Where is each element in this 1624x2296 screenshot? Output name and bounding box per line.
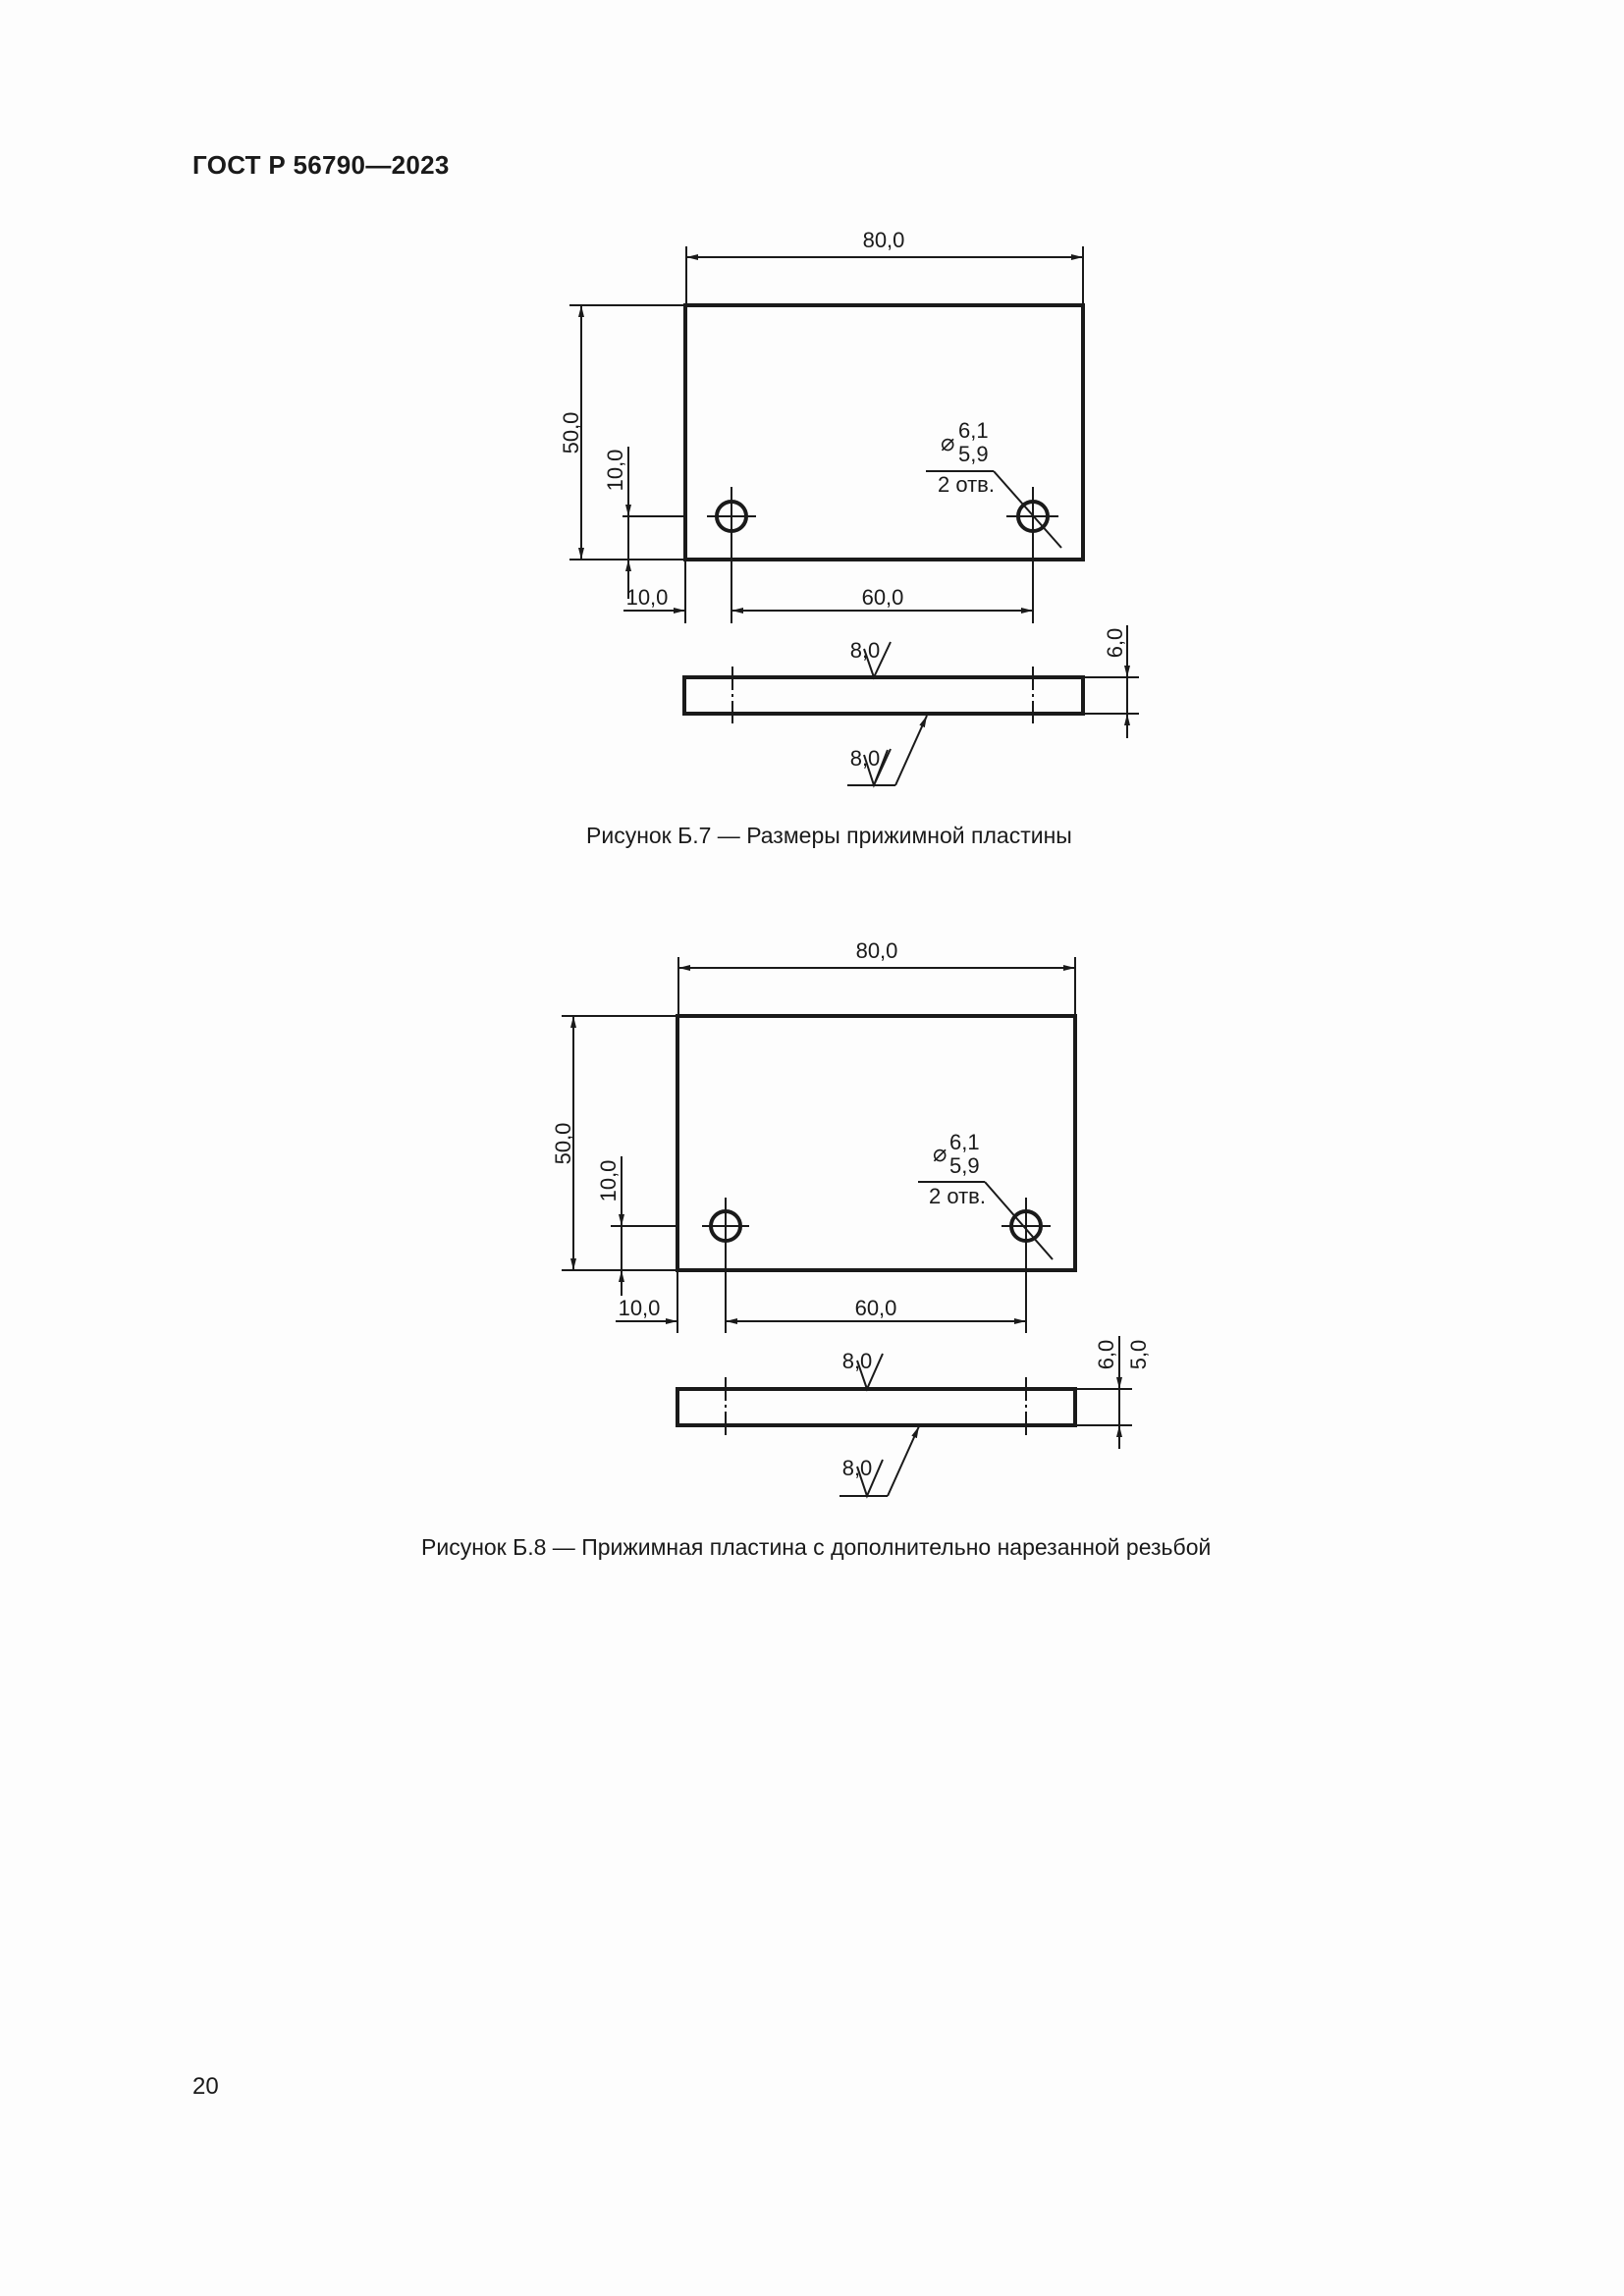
dim-thickness-min: 5,0 [1126,1340,1151,1370]
hole-dia-min: 5,9 [958,442,989,466]
dim-hole-offset-y: 10,0 [596,1160,621,1202]
roughness-top: 8,0 [842,1349,873,1373]
plate-side-view [676,1387,1077,1427]
roughness-bottom: 8,0 [850,746,881,771]
dim-height: 50,0 [551,1123,575,1165]
figure-b7-labels: 80,0 50,0 10,0 10,0 60,0 ⌀ 6,1 5,9 2 отв… [559,228,1127,771]
hole-dia-min: 5,9 [949,1153,980,1178]
dim-hole-spacing: 60,0 [862,585,904,610]
figure-b8-drawing [562,957,1132,1499]
diameter-symbol: ⌀ [941,430,954,456]
document-header-code: ГОСТ Р 56790—2023 [192,150,450,180]
dim-hole-spacing: 60,0 [855,1296,897,1320]
dim-hole-offset-x: 10,0 [626,585,669,610]
dim-width: 80,0 [863,228,905,252]
hole-dia-max: 6,1 [949,1130,980,1154]
dim-width: 80,0 [856,938,898,963]
dim-height: 50,0 [559,412,583,454]
figure-b7-drawing [569,246,1139,788]
dim-thickness-max: 6,0 [1094,1340,1118,1370]
hole-count: 2 отв. [929,1184,986,1208]
figure-b8-labels: 80,0 50,0 10,0 10,0 60,0 ⌀ 6,1 5,9 2 отв… [551,938,1151,1480]
dim-hole-offset-y: 10,0 [603,450,627,492]
dim-hole-offset-x: 10,0 [619,1296,661,1320]
plate-side-view [682,675,1085,716]
page-number: 20 [192,2073,219,2100]
figure-b7-caption: Рисунок Б.7 — Размеры прижимной пластины [586,823,1072,848]
hole-dia-max: 6,1 [958,418,989,443]
diameter-symbol: ⌀ [933,1141,947,1167]
plate-top-view [676,1014,1077,1272]
roughness-bottom: 8,0 [842,1456,873,1480]
dim-thickness: 6,0 [1103,628,1127,659]
hole-count: 2 отв. [938,472,995,497]
roughness-top: 8,0 [850,638,881,663]
figure-b8-caption: Рисунок Б.8 — Прижимная пластина с допол… [421,1534,1212,1560]
plate-top-view [683,303,1085,561]
